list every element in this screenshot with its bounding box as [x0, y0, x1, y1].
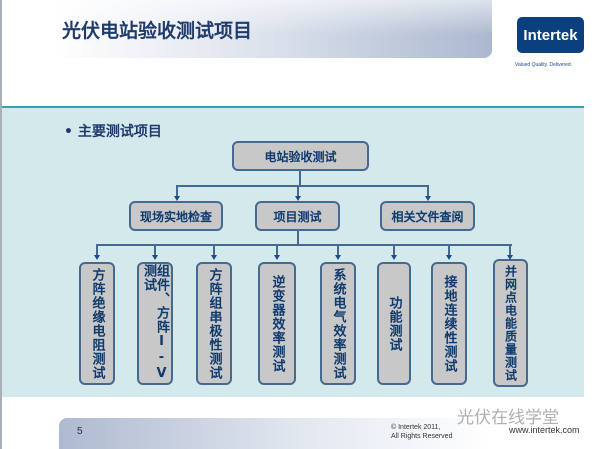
- connector: [276, 245, 278, 257]
- footer-bar: [59, 418, 600, 449]
- connector: [299, 171, 301, 186]
- title-bar: [2, 0, 492, 58]
- level2-node: 项目测试: [255, 201, 340, 231]
- intertek-logo: Intertek: [517, 17, 584, 53]
- website-url: www.intertek.com: [509, 425, 580, 435]
- watermark: 光伏在线学堂: [457, 408, 559, 428]
- logo-tagline: Valued Quality. Delivered.: [515, 62, 573, 68]
- connector: [393, 245, 395, 257]
- level2-node: 相关文件查阅: [380, 201, 475, 231]
- leaf-node: 组件、方阵I-V测试: [137, 262, 173, 385]
- copyright-line: © Intertek 2011,: [391, 424, 441, 431]
- connector: [96, 244, 512, 246]
- arrow-icon: [295, 196, 301, 201]
- connector: [337, 245, 339, 257]
- arrow-icon: [274, 255, 280, 260]
- arrow-icon: [211, 255, 217, 260]
- arrow-icon: [446, 255, 452, 260]
- bullet-heading: • 主要测试项目: [64, 124, 162, 140]
- leaf-node: 方阵绝缘电阻测试: [79, 262, 115, 385]
- arrow-icon: [425, 196, 431, 201]
- arrow-icon: [507, 255, 513, 260]
- slide-title: 光伏电站验收测试项目: [62, 20, 253, 42]
- root-node: 电站验收测试: [232, 141, 369, 171]
- arrow-icon: [94, 255, 100, 260]
- arrow-icon: [152, 255, 158, 260]
- connector: [297, 231, 299, 245]
- connector: [154, 245, 156, 257]
- arrow-icon: [335, 255, 341, 260]
- connector: [176, 185, 428, 187]
- leaf-node: 功能测试: [377, 262, 411, 385]
- leaf-node: 并网点电能质量测试: [493, 259, 528, 387]
- arrow-icon: [174, 196, 180, 201]
- connector: [213, 245, 215, 257]
- connector: [509, 245, 511, 257]
- connector: [176, 185, 178, 197]
- leaf-node: 方阵组串极性测试: [196, 262, 232, 385]
- connector: [96, 245, 98, 257]
- copyright-line: All Rights Reserved: [391, 433, 453, 440]
- copyright: © Intertek 2011, All Rights Reserved: [391, 423, 452, 441]
- arrow-icon: [391, 255, 397, 260]
- level2-node: 现场实地检查: [129, 201, 223, 231]
- connector: [297, 185, 299, 197]
- connector: [427, 185, 429, 197]
- leaf-node: 逆变器效率测试: [258, 262, 296, 385]
- page-number: 5: [77, 426, 83, 437]
- connector: [448, 245, 450, 257]
- leaf-node: 接地连续性测试: [431, 262, 467, 385]
- leaf-node: 系统电气效率测试: [320, 262, 356, 385]
